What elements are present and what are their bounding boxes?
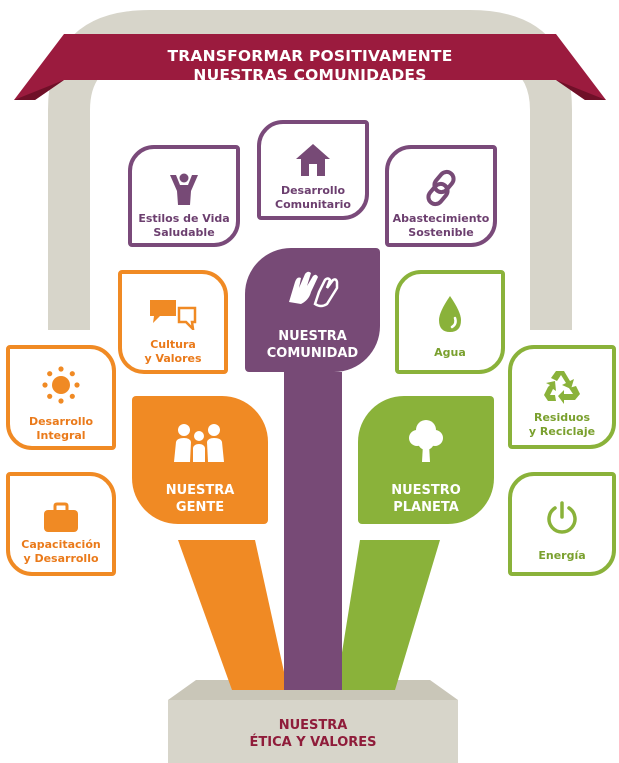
people-line2: GENTE xyxy=(175,500,225,515)
community-line2: COMUNIDAD xyxy=(266,346,359,361)
base-label: NUESTRA ÉTICA Y VALORES xyxy=(170,717,456,751)
energy-line1: Energía xyxy=(538,549,586,562)
purple-trunk xyxy=(284,372,342,690)
leaf-training-development: Capacitación y Desarrollo xyxy=(6,472,116,576)
main-title: TRANSFORMAR POSITIVAMENTE NUESTRAS COMUN… xyxy=(60,47,560,85)
title-line2: NUESTRAS COMUNIDADES xyxy=(193,66,427,84)
culture-line2: y Valores xyxy=(144,352,202,365)
base-box xyxy=(168,700,458,763)
leaf-community-development: Desarrollo Comunitario xyxy=(257,120,369,220)
roof-banner xyxy=(14,34,606,100)
chat-bubbles-icon xyxy=(150,300,197,330)
supply-line1: Abastecimiento xyxy=(392,212,490,225)
leaf-healthy-lifestyles: Estilos de Vida Saludable xyxy=(128,145,240,247)
pillar-people: NUESTRA GENTE xyxy=(132,396,268,524)
planet-line1: NUESTRO xyxy=(391,483,461,498)
recycling-line1: Residuos xyxy=(533,411,591,424)
pillar-community: NUESTRA COMUNIDAD xyxy=(245,248,380,372)
briefcase-icon xyxy=(44,502,78,532)
leaf-waste-recycling: Residuos y Reciclaje xyxy=(508,345,616,449)
integral-line1: Desarrollo xyxy=(28,415,94,428)
base-line1: NUESTRA xyxy=(278,718,348,733)
recycling-line2: y Reciclaje xyxy=(528,425,596,438)
chain-link-icon xyxy=(426,169,456,207)
training-line2: y Desarrollo xyxy=(23,552,99,565)
water-line1: Agua xyxy=(434,346,466,359)
pillar-planet: NUESTRO PLANETA xyxy=(358,396,494,524)
training-line1: Capacitación xyxy=(21,538,101,551)
orange-branch xyxy=(178,540,288,690)
leaf-sustainable-supply: Abastecimiento Sostenible xyxy=(385,145,497,247)
leaf-energy: Energía xyxy=(508,472,616,576)
title-line1: TRANSFORMAR POSITIVAMENTE xyxy=(167,47,453,65)
development-line1: Desarrollo xyxy=(280,184,346,197)
water-drop-icon xyxy=(439,296,461,332)
sun-icon xyxy=(42,366,80,404)
culture-line1: Cultura xyxy=(150,338,196,351)
power-icon xyxy=(547,501,577,534)
planet-line2: PLANETA xyxy=(393,500,459,515)
house-icon xyxy=(296,144,330,176)
hands-icon xyxy=(288,271,338,308)
leaf-culture-values: Cultura y Valores xyxy=(118,270,228,374)
person-arms-up-icon xyxy=(170,173,198,205)
healthy-line1: Estilos de Vida xyxy=(138,212,230,225)
people-line1: NUESTRA xyxy=(165,483,235,498)
recycle-icon xyxy=(544,371,580,404)
family-icon xyxy=(174,424,224,462)
development-line2: Comunitario xyxy=(275,198,351,211)
supply-line2: Sostenible xyxy=(408,226,474,239)
leaf-water: Agua xyxy=(395,270,505,374)
integral-line2: Integral xyxy=(36,429,86,442)
base-line2: ÉTICA Y VALORES xyxy=(249,735,377,750)
leaf-integral-development: Desarrollo Integral xyxy=(6,345,116,450)
roof-shade-left xyxy=(14,80,64,100)
healthy-line2: Saludable xyxy=(153,226,215,239)
roof-shade-right xyxy=(556,80,606,100)
green-branch xyxy=(336,540,440,690)
community-line1: NUESTRA xyxy=(278,329,347,344)
tree-icon xyxy=(409,420,443,462)
